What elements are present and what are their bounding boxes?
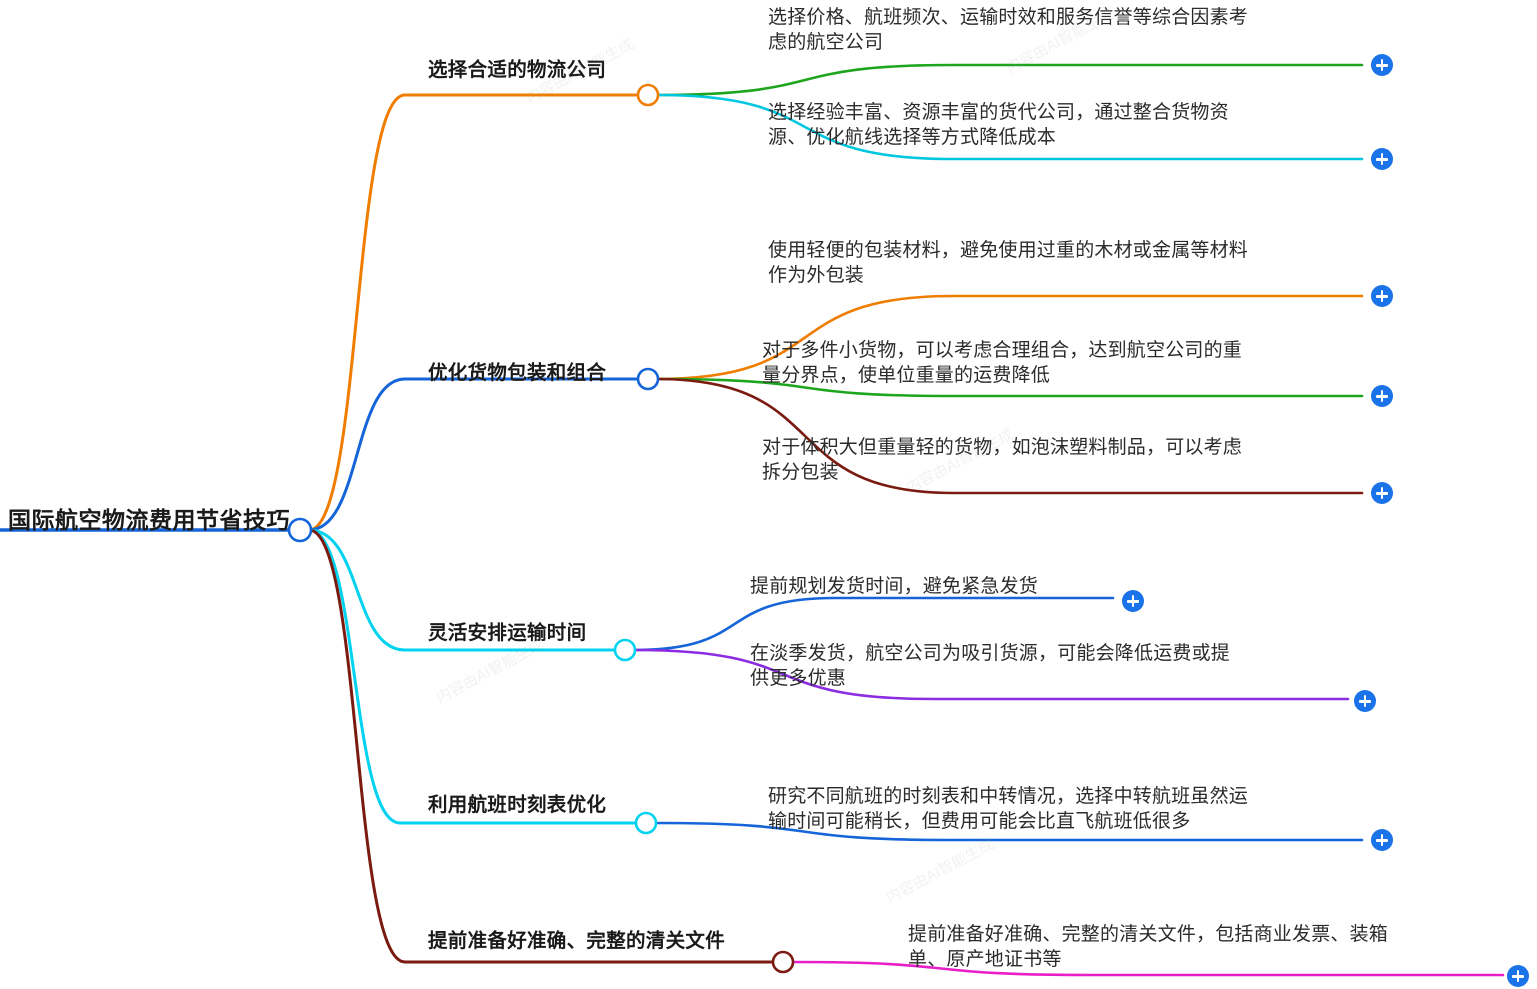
root-node-dot[interactable] (287, 517, 313, 543)
expand-plus-icon[interactable] (1371, 285, 1393, 307)
branch-connector-4 (307, 528, 407, 964)
branch-node-title[interactable]: 利用航班时刻表优化 (428, 794, 607, 816)
branch-node-dot-1[interactable] (636, 367, 660, 391)
leaf-text-line: 量分界点，使单位重量的运费降低 (762, 365, 1051, 387)
expand-plus-icon[interactable] (1507, 965, 1529, 987)
branch-node-title[interactable]: 选择合适的物流公司 (428, 59, 607, 81)
leaf-text-line: 选择价格、航班频次、运输时效和服务信誉等综合因素考 (768, 7, 1249, 28)
branch-connector-0 (307, 93, 407, 532)
branch-node-dot-3[interactable] (634, 811, 658, 835)
leaf-text-line: 提前准备好准确、完整的清关文件，包括商业发票、装箱 (908, 924, 1389, 945)
leaf-text-line: 使用轻便的包装材料，避免使用过重的木材或金属等材料 (768, 240, 1249, 261)
root-node-title[interactable]: 国际航空物流费用节省技巧 (8, 507, 290, 533)
leaf-node-text[interactable]: 提前规划发货时间，避免紧急发货 (750, 574, 1038, 599)
leaf-text-line: 提前规划发货时间，避免紧急发货 (750, 576, 1039, 597)
branch-connector-3 (307, 528, 402, 825)
expand-plus-icon[interactable] (1371, 482, 1393, 504)
leaf-node-text[interactable]: 选择价格、航班频次、运输时效和服务信誉等综合因素考虑的航空公司 (768, 5, 1248, 55)
watermark-text: 内容由AI智能生成 (883, 835, 997, 907)
leaf-node-text[interactable]: 在淡季发货，航空公司为吸引货源，可能会降低运费或提供更多优惠 (750, 641, 1230, 691)
expand-plus-icon[interactable] (1371, 385, 1393, 407)
branch-node-dot-0[interactable] (636, 83, 660, 107)
branch-node-dot-4[interactable] (771, 950, 795, 974)
branch-node-title[interactable]: 灵活安排运输时间 (428, 622, 587, 644)
leaf-node-text[interactable]: 提前准备好准确、完整的清关文件，包括商业发票、装箱单、原产地证书等 (908, 922, 1388, 972)
expand-plus-icon[interactable] (1371, 148, 1393, 170)
leaf-node-text[interactable]: 研究不同航班的时刻表和中转情况，选择中转航班虽然运输时间可能稍长，但费用可能会比… (768, 784, 1248, 834)
leaf-text-line: 作为外包装 (768, 265, 865, 287)
expand-plus-icon[interactable] (1371, 829, 1393, 851)
branch-connector-2 (307, 528, 407, 652)
branch-node-title[interactable]: 提前准备好准确、完整的清关文件 (428, 930, 726, 952)
leaf-text-line: 单、原产地证书等 (908, 949, 1062, 971)
branch-connector-1 (307, 377, 407, 532)
leaf-text-line: 源、优化航线选择等方式降低成本 (768, 127, 1057, 149)
leaf-text-line: 研究不同航班的时刻表和中转情况，选择中转航班虽然运 (768, 786, 1249, 807)
expand-plus-icon[interactable] (1354, 690, 1376, 712)
leaf-connector-0-0 (655, 63, 1364, 97)
leaf-node-text[interactable]: 对于多件小货物，可以考虑合理组合，达到航空公司的重量分界点，使单位重量的运费降低 (762, 338, 1242, 388)
leaf-text-line: 虑的航空公司 (768, 32, 884, 54)
leaf-text-line: 在淡季发货，航空公司为吸引货源，可能会降低运费或提 (750, 643, 1231, 664)
leaf-node-text[interactable]: 选择经验丰富、资源丰富的货代公司，通过整合货物资源、优化航线选择等方式降低成本 (768, 100, 1229, 150)
expand-plus-icon[interactable] (1371, 54, 1393, 76)
leaf-text-line: 选择经验丰富、资源丰富的货代公司，通过整合货物资 (768, 102, 1229, 123)
leaf-node-text[interactable]: 使用轻便的包装材料，避免使用过重的木材或金属等材料作为外包装 (768, 238, 1248, 288)
branch-node-title[interactable]: 优化货物包装和组合 (428, 362, 607, 384)
leaf-text-line: 对于多件小货物，可以考虑合理组合，达到航空公司的重 (762, 340, 1243, 361)
leaf-text-line: 供更多优惠 (750, 668, 847, 690)
leaf-text-line: 对于体积大但重量轻的货物，如泡沫塑料制品，可以考虑 (762, 437, 1243, 458)
leaf-node-text[interactable]: 对于体积大但重量轻的货物，如泡沫塑料制品，可以考虑拆分包装 (762, 435, 1242, 485)
leaf-text-line: 拆分包装 (762, 462, 839, 484)
leaf-text-line: 输时间可能稍长，但费用可能会比直飞航班低很多 (768, 811, 1191, 833)
branch-node-dot-2[interactable] (613, 638, 637, 662)
expand-plus-icon[interactable] (1122, 590, 1144, 612)
